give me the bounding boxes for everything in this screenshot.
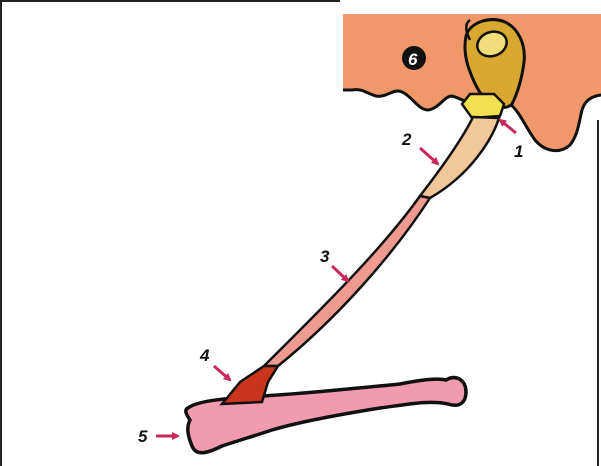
arrow-2 — [420, 148, 438, 164]
label-3: 3 — [320, 247, 330, 266]
arrow-1 — [500, 120, 516, 133]
label-4: 4 — [199, 346, 210, 365]
label-1: 1 — [514, 142, 523, 161]
label-5: 5 — [138, 427, 148, 446]
label-6: 6 — [408, 50, 418, 69]
label-2: 2 — [401, 130, 412, 149]
arrow-3 — [332, 266, 348, 281]
arrow-4 — [214, 366, 230, 380]
pink-bone-5 — [186, 378, 466, 453]
short-process-1 — [462, 94, 504, 118]
